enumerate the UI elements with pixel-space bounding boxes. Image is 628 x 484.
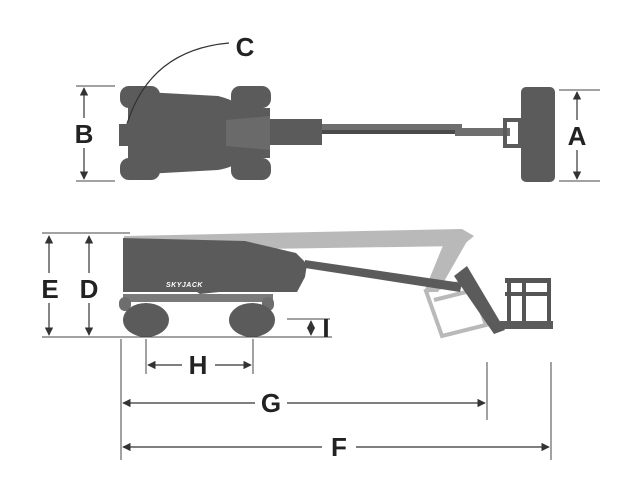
label-d: D <box>80 274 99 304</box>
label-i: I <box>322 313 329 343</box>
dimension-b: B <box>75 85 115 182</box>
brand-logo: SKYJACK <box>166 282 203 289</box>
label-f: F <box>331 432 347 462</box>
dimension-d: D <box>80 235 99 336</box>
side-view-machine: SKYJACK <box>119 238 505 334</box>
label-g: G <box>261 388 281 418</box>
top-view-chassis <box>119 86 271 180</box>
dimension-c: C <box>126 32 255 125</box>
dimension-i: I <box>287 313 330 343</box>
front-wheel <box>229 303 275 337</box>
side-view-platform <box>500 278 553 329</box>
dimension-a: A <box>559 89 600 182</box>
top-view-boom <box>262 118 522 148</box>
rear-wheel <box>123 303 169 337</box>
label-a: A <box>568 121 587 151</box>
label-h: H <box>189 350 208 380</box>
top-view-platform <box>521 87 555 182</box>
label-c: C <box>236 32 255 62</box>
dimension-g: G <box>120 339 488 460</box>
label-e: E <box>41 274 58 304</box>
dimension-h: H <box>145 339 254 380</box>
dimension-e: E <box>41 232 130 336</box>
top-view: B A C <box>75 32 600 182</box>
side-view: SKYJACK E D <box>41 229 553 462</box>
label-b: B <box>75 119 94 149</box>
dimension-f: F <box>122 362 552 462</box>
